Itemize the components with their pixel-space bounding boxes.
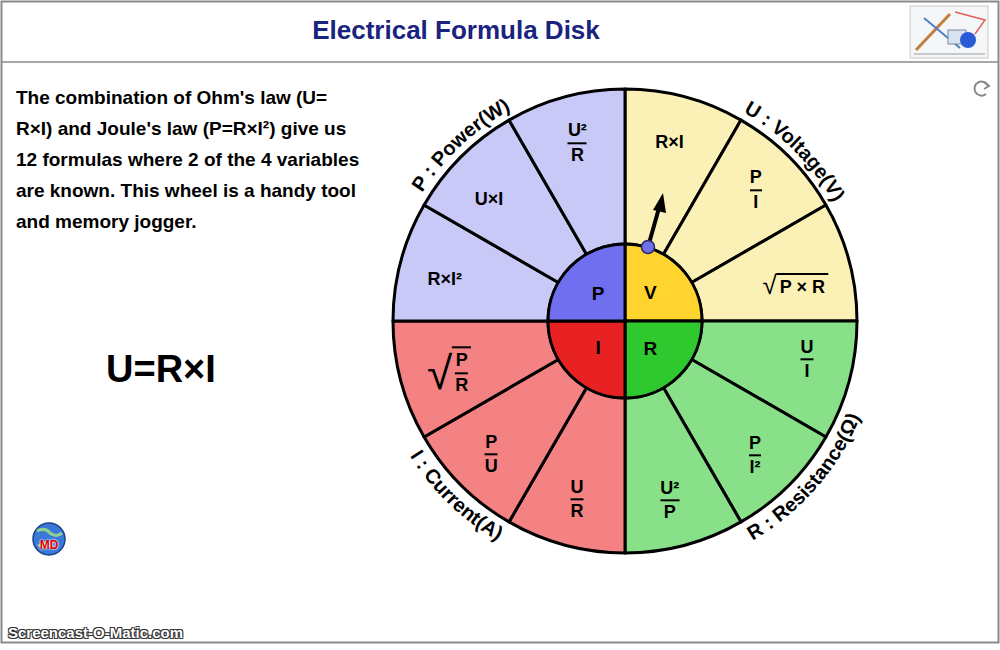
logo-letters: MD [34,538,64,552]
formula-text: R×I [655,132,684,153]
formula-text: I² [749,458,760,479]
label-text: MD [40,538,59,552]
fraction: PI [750,167,762,212]
formula-text: P [485,432,497,453]
formula-text: I [804,362,809,383]
sector-outline [548,244,625,321]
formula-text: P [749,433,761,454]
formula: R×I² [427,269,462,290]
fraction: U² P [660,478,679,523]
sector-shape [622,318,705,401]
current-formula: √PR [390,318,562,441]
sector-outline [625,244,702,321]
formula-example: U=R×I [106,348,216,391]
formula-text: R [644,338,658,360]
formula-text: V [644,282,657,304]
fraction-bar [749,455,761,457]
fraction-bar [455,372,468,374]
formula-text: R [571,145,584,166]
sector-shape [688,201,860,324]
fraction-bar [660,500,679,502]
formula: √P × R [762,272,827,298]
intro-note: The combination of Ohm's law (U= R×I) an… [16,82,360,237]
formula-text: √ [762,272,776,298]
globe-logo [33,523,65,555]
sector-outline [548,321,625,398]
formula-text: P × R [777,273,828,298]
voltage-formula: √P × R [688,201,860,324]
label-text: U=R×I [106,348,216,390]
formula: R [644,338,658,360]
formula: P [592,283,605,305]
formula-text: √ [427,350,452,396]
header-rule [2,61,998,63]
formula-text: U [800,337,813,358]
formula-text: U×I [475,188,504,209]
sector-shape [545,318,628,401]
fraction-bar [485,454,498,456]
fraction: P I² [749,433,761,478]
pointer-head [653,193,666,213]
formula: U² P [660,478,679,523]
watermark: Screencast-O-Matic.com [8,624,183,641]
formula: UR [571,477,584,522]
formula-text: U [485,457,498,478]
fraction: PU [485,432,498,477]
sector-shape [390,318,562,441]
sector-shape [622,384,744,556]
formula-text: U [571,477,584,498]
fraction: UR [571,477,584,522]
label-text: Screencast-O-Matic.com [8,624,183,641]
logo-icon [910,6,988,58]
formula-text: U² [568,121,587,142]
reload-icon [975,82,989,96]
variable-hub: I [545,318,628,401]
formula-text: I [753,192,758,213]
formula: P I² [749,433,761,478]
pointer-pivot [642,241,655,254]
formula: U² R [568,121,587,166]
formula-text: P [456,351,468,372]
sector-outline [625,388,741,553]
formula: PI [750,167,762,212]
formula-text: R [455,375,468,396]
sector-shape [505,86,628,258]
formula: V [644,282,657,304]
variable-hub: V [622,241,705,324]
resistance-formula: U² P [622,384,744,556]
fraction-bar [568,142,587,144]
power-formula: U² R [505,86,628,258]
formula: √PR [427,347,471,396]
fraction: PR [452,347,471,396]
fraction-bar [750,189,762,191]
formula: U×I [475,188,504,209]
fraction-bar [571,499,584,501]
formula: R×I [655,132,684,153]
fraction: UI [800,337,813,382]
formula: UI [800,337,813,382]
sector-outline [692,205,857,321]
sector-outline [509,89,625,254]
formula: PU [485,432,498,477]
sector-shape [545,241,628,324]
title-text: Electrical Formula Disk [312,15,600,45]
fraction: U² R [568,121,587,166]
formula-text: P [750,167,762,188]
formula-text: R×I² [427,269,462,290]
page-title: Electrical Formula Disk [0,15,912,46]
variable-hub: P [545,241,628,324]
label-text: The combination of Ohm's law (U= R×I) an… [16,87,359,232]
sector-shape [622,241,705,324]
sector-outline [625,321,702,398]
formula-text: P [592,283,605,305]
formula-text: R [571,502,584,523]
formula-text: I [595,337,600,359]
fraction-bar [800,359,813,361]
variable-hub: R [622,318,705,401]
formula: I [595,337,600,359]
formula-text: U² [660,478,679,499]
sector-outline [393,321,558,437]
formula-text: P [664,503,676,524]
